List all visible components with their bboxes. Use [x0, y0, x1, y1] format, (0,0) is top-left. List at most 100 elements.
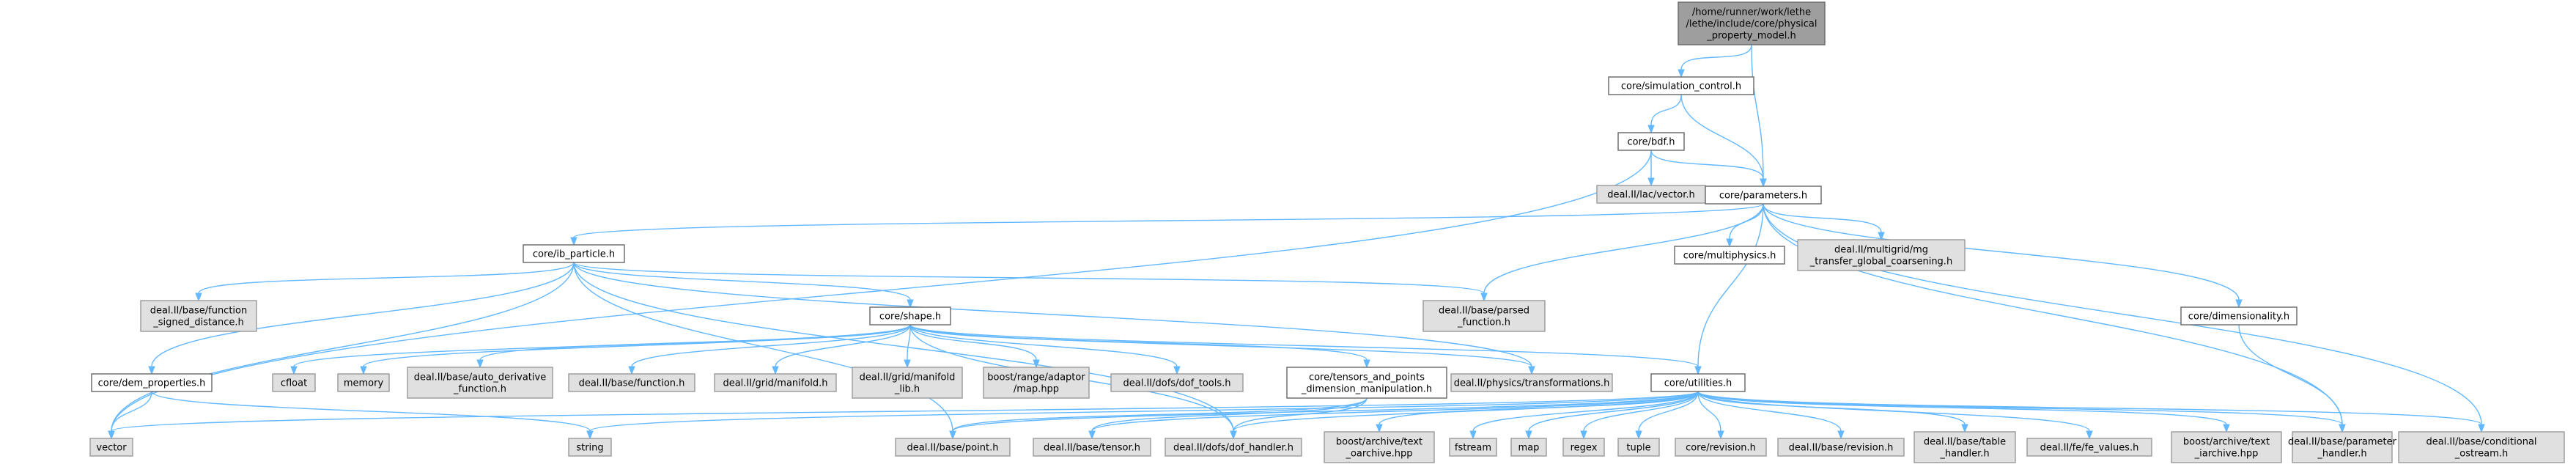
node-box [1033, 438, 1151, 457]
node-condostream[interactable]: deal.II/base/conditional_ostream.h [2398, 431, 2565, 463]
edge-arrowhead [2235, 299, 2243, 309]
edge-simctl-to-params [1680, 94, 1767, 188]
node-lacvec[interactable]: deal.II/lac/vector.h [1596, 185, 1706, 204]
node-transf[interactable]: deal.II/physics/transformations.h [1450, 373, 1613, 392]
node-map[interactable]: map [1510, 438, 1547, 457]
node-dimensionality[interactable]: core/dimensionality.h [2180, 306, 2298, 326]
edge-shape-to-autoderiv [476, 324, 911, 369]
node-dem[interactable]: core/dem_properties.h [91, 373, 213, 392]
node-label: _dimension_manipulation.h [1301, 384, 1432, 395]
node-regex[interactable]: regex [1562, 438, 1605, 457]
edge-line [111, 391, 152, 432]
node-toarchive[interactable]: boost/archive/text_oarchive.hpp [1324, 431, 1435, 463]
edge-utilities-to-map [1525, 391, 1699, 440]
edge-arrowhead [628, 366, 635, 375]
node-box [2398, 431, 2565, 463]
edge-line [909, 324, 1368, 361]
node-function[interactable]: deal.II/base/function.h [568, 373, 695, 392]
node-bdf[interactable]: core/bdf.h [1617, 132, 1685, 151]
node-tensor[interactable]: deal.II/base/tensor.h [1033, 438, 1151, 457]
edge-arrowhead [148, 366, 155, 375]
node-label: cfloat [281, 378, 307, 389]
node-gridman[interactable]: deal.II/grid/manifold.h [714, 373, 837, 392]
node-label: deal.II/base/auto_derivative [414, 372, 546, 383]
edge-line [2238, 324, 2343, 425]
node-label: tuple [1626, 443, 1650, 454]
edge-ib-to-transf [573, 262, 1535, 375]
edge-line [775, 324, 911, 367]
node-memory[interactable]: memory [337, 373, 390, 392]
node-point[interactable]: deal.II/base/point.h [895, 438, 1011, 457]
node-string[interactable]: string [568, 438, 612, 457]
node-ib[interactable]: core/ib_particle.h [523, 244, 625, 263]
node-tiarchive[interactable]: boost/archive/text_iarchive.hpp [2171, 431, 2282, 463]
edge-utilities-to-revision [1697, 391, 1724, 440]
edge-line [909, 324, 1037, 361]
node-label: _lib.h [894, 384, 920, 395]
node-dealrev[interactable]: deal.II/base/revision.h [1777, 438, 1905, 457]
node-utilities[interactable]: core/utilities.h [1650, 373, 1746, 392]
edge-arrowhead [1878, 232, 1885, 241]
node-parsedfn[interactable]: deal.II/base/parsed_function.h [1422, 300, 1546, 332]
edge-shape-to-utilities [909, 324, 1702, 375]
edge-line [151, 262, 575, 367]
node-label: core/revision.h [1686, 443, 1756, 454]
node-mg[interactable]: deal.II/multigrid/mg_transfer_global_coa… [1797, 239, 1966, 271]
edge-line [1697, 391, 2343, 425]
edge-line [111, 391, 1699, 432]
node-tablehandler[interactable]: deal.II/base/table_handler.h [1913, 431, 2016, 463]
edge-utilities-to-string [586, 391, 1699, 440]
node-cfloat[interactable]: cfloat [272, 373, 316, 392]
node-box [1324, 431, 1435, 463]
edge-line [589, 391, 1699, 432]
edge-arrowhead [1694, 366, 1702, 375]
edge-arrowhead [1678, 69, 1685, 78]
edge-utilities-to-dealrev [1697, 391, 1845, 440]
node-shape[interactable]: core/shape.h [869, 306, 951, 326]
node-label: deal.II/base/point.h [907, 443, 999, 454]
node-dofhandler[interactable]: deal.II/dofs/dof_handler.h [1165, 438, 1302, 457]
edge-utilities-to-condostream [1697, 391, 2485, 433]
node-multiphysics[interactable]: core/multiphysics.h [1674, 246, 1785, 265]
node-boostmap[interactable]: boost/range/adaptor/map.hpp [983, 367, 1090, 399]
node-tuple[interactable]: tuple [1617, 438, 1660, 457]
edge-utilities-to-point [949, 391, 1699, 440]
node-fevalues[interactable]: deal.II/fe/fe_values.h [2026, 438, 2152, 457]
node-box [2171, 431, 2282, 463]
header-nodes: /home/runner/work/lethe/lethe/include/co… [89, 1, 2565, 463]
edge-shape-to-boostmap [909, 324, 1040, 369]
node-label: fstream [1455, 443, 1491, 454]
edge-arrowhead [1230, 430, 1237, 440]
node-label: /map.hpp [1014, 384, 1059, 395]
node-box [1705, 185, 1822, 205]
node-doftools[interactable]: deal.II/dofs/dof_tools.h [1110, 373, 1244, 392]
edge-arrowhead [949, 430, 956, 440]
node-params[interactable]: core/parameters.h [1705, 185, 1822, 205]
node-box [523, 244, 625, 263]
node-label: deal.II/grid/manifold [860, 372, 956, 383]
node-autoderiv[interactable]: deal.II/base/auto_derivative_function.h [407, 367, 553, 399]
node-label: boost/range/adaptor [987, 372, 1085, 383]
edge-arrowhead [1480, 293, 1488, 302]
edge-line [151, 391, 591, 432]
edge-arrowhead [1647, 125, 1655, 134]
node-vector[interactable]: vector [89, 438, 133, 457]
node-label: _iarchive.hpp [2194, 449, 2259, 460]
node-gridmanlib[interactable]: deal.II/grid/manifold_lib.h [852, 367, 963, 399]
node-fsd[interactable]: deal.II/base/function_signed_distance.h [140, 300, 257, 332]
node-simctl[interactable]: core/simulation_control.h [1608, 76, 1754, 95]
node-tensors[interactable]: core/tensors_and_points_dimension_manipu… [1286, 367, 1447, 399]
edge-line [1638, 391, 1699, 432]
node-box [1608, 76, 1754, 95]
node-label: map [1518, 443, 1540, 454]
edge-line [1697, 391, 2090, 432]
node-label: _ostream.h [2454, 449, 2508, 460]
node-paramhandler[interactable]: deal.II/base/parameter_handler.h [2288, 431, 2397, 463]
edge-line [909, 324, 1532, 367]
edge-arrowhead [1580, 430, 1587, 440]
edge-utilities-to-fevalues [1697, 391, 2093, 440]
node-revision[interactable]: core/revision.h [1675, 438, 1767, 457]
node-label: deal.II/base/conditional [2426, 437, 2536, 448]
node-fstream[interactable]: fstream [1449, 438, 1497, 457]
node-box [1674, 246, 1785, 265]
